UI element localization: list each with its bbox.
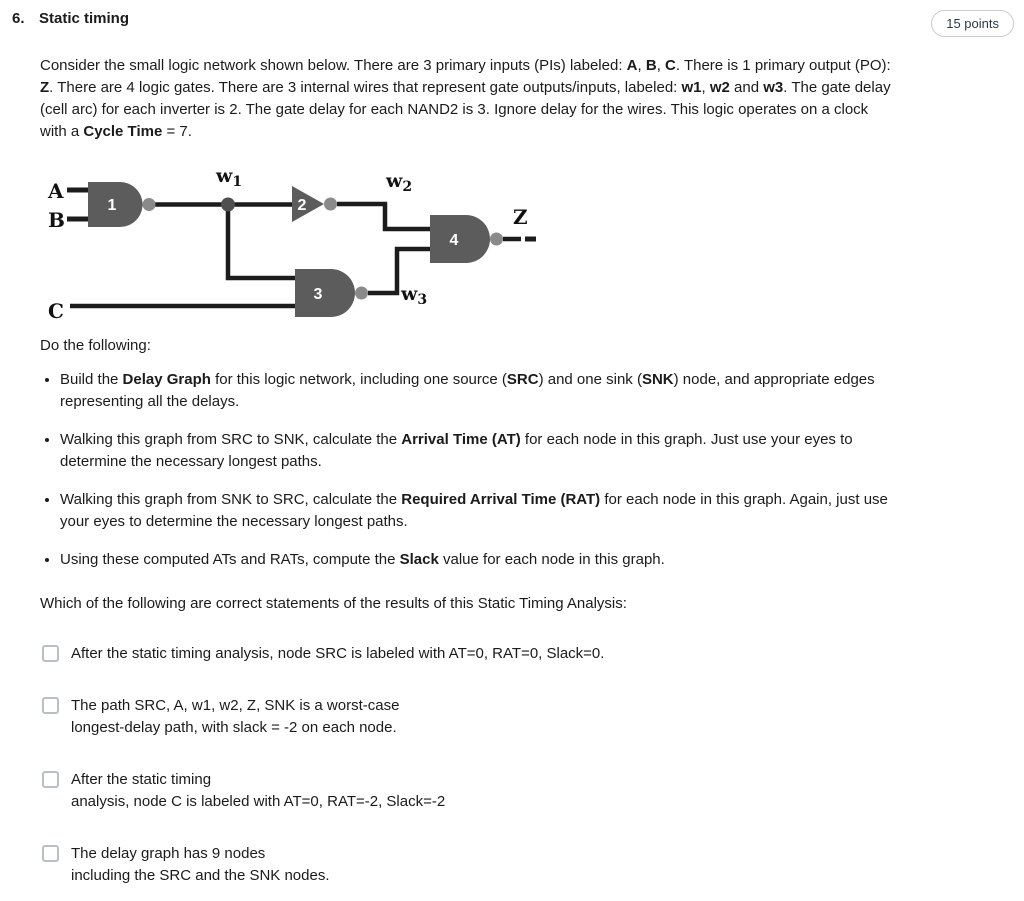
label-w3: w3 [400,283,427,308]
instruction-item-slack: Using these computed ATs and RATs, compu… [60,549,890,571]
w1-junction-dot [221,197,235,212]
wire-w3 [368,246,430,296]
gates [88,182,490,317]
gate-2-number: 2 [298,197,307,214]
gate-3-bubble [355,286,368,300]
option-3-label[interactable]: After the static timing analysis, node C… [71,771,446,810]
option-2-label[interactable]: The path SRC, A, w1, w2, Z, SNK is a wor… [71,697,400,736]
inversion-bubbles [142,197,503,300]
question-body: Consider the small logic network shown b… [40,55,896,887]
answer-option-4[interactable]: The delay graph has 9 nodes including th… [42,843,896,887]
option-2-checkbox[interactable] [42,697,59,714]
question-title: Static timing [39,10,130,27]
gate-4-bubble [490,232,503,246]
nand-gate-3 [295,269,355,317]
gate-4-number: 4 [450,232,459,249]
label-w2: w2 [385,170,412,195]
gate-3-number: 3 [314,286,323,303]
option-1-label[interactable]: After the static timing analysis, node S… [71,645,605,662]
port-labels: A B C Z [47,179,528,323]
instruction-item-arrival-time: Walking this graph from SRC to SNK, calc… [60,429,890,473]
wire-w2 [337,201,430,232]
question-header: 6. Static timing 15 points [0,0,1024,37]
label-input-a: A [47,179,64,203]
gate-1-number: 1 [108,197,117,214]
option-3-checkbox[interactable] [42,771,59,788]
nand-gate-1 [88,182,143,227]
answer-option-3[interactable]: After the static timing analysis, node C… [42,769,896,813]
instruction-list: Build the Delay Graph for this logic net… [40,369,896,571]
nand-gate-4 [430,215,490,263]
intro-paragraph: Consider the small logic network shown b… [40,57,891,140]
option-1-checkbox[interactable] [42,645,59,662]
inverter-gate-2 [292,186,324,222]
option-4-checkbox[interactable] [42,845,59,862]
circuit-diagram-container: A B C Z w1 w2 w3 1 2 3 4 [40,157,896,329]
gate-2-bubble [324,197,337,211]
do-following-text: Do the following: [40,337,151,354]
logic-circuit-diagram: A B C Z w1 w2 w3 1 2 3 4 [47,165,536,323]
label-input-b: B [48,208,65,232]
answer-option-1[interactable]: After the static timing analysis, node S… [42,643,896,665]
points-badge: 15 points [931,10,1014,37]
instruction-item-required-arrival-time: Walking this graph from SNK to SRC, calc… [60,489,890,533]
question-number: 6. [12,10,25,27]
answer-option-2[interactable]: The path SRC, A, w1, w2, Z, SNK is a wor… [42,695,896,739]
label-output-z: Z [513,205,528,229]
wire-labels: w1 w2 w3 [215,165,427,308]
answer-options: After the static timing analysis, node S… [40,643,896,887]
label-w1: w1 [215,165,242,190]
which-question-text: Which of the following are correct state… [40,595,627,612]
wire-w1-branch [225,204,295,281]
instruction-item-delay-graph: Build the Delay Graph for this logic net… [60,369,890,413]
gate-1-bubble [142,198,156,211]
option-4-label[interactable]: The delay graph has 9 nodes including th… [71,845,330,884]
label-input-c: C [48,299,64,323]
gate-numbers: 1 2 3 4 [108,197,459,303]
